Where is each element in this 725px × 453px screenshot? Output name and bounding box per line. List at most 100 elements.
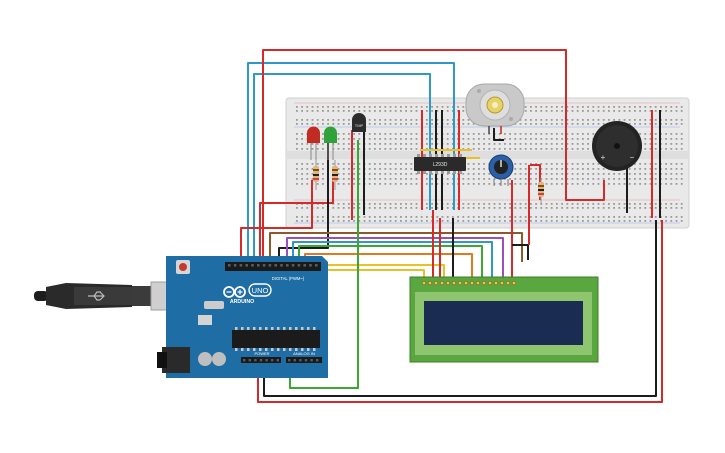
breadboard-hole — [618, 106, 621, 108]
breadboard-hole — [649, 138, 652, 140]
ic-pin — [253, 327, 256, 330]
breadboard-hole — [571, 203, 574, 205]
breadboard-hole — [582, 207, 584, 209]
breadboard-hole — [623, 203, 626, 205]
breadboard-hole — [556, 220, 558, 222]
ic-pin — [277, 348, 280, 351]
breadboard-hole — [670, 203, 673, 205]
lcd-pin — [457, 280, 463, 286]
wire-black[interactable] — [278, 140, 329, 262]
breadboard-hole — [556, 148, 558, 150]
breadboard-hole — [524, 148, 527, 150]
breadboard-hole — [446, 138, 449, 140]
breadboard-hole — [342, 143, 345, 145]
breadboard-hole — [306, 207, 309, 209]
breadboard-hole — [426, 216, 428, 218]
breadboard-hole — [571, 133, 574, 135]
piezo-buzzer[interactable]: + − — [592, 121, 642, 171]
temp-sensor-label: TMP — [355, 123, 364, 128]
breadboard-hole — [675, 216, 678, 218]
breadboard-hole — [680, 203, 683, 205]
digital-header[interactable] — [228, 264, 318, 267]
wire-black[interactable] — [263, 220, 657, 397]
resistor[interactable] — [538, 178, 544, 205]
chip-pin — [435, 171, 438, 174]
breadboard-hole — [535, 183, 537, 185]
wire-purple[interactable] — [286, 237, 504, 282]
breadboard-hole — [550, 110, 553, 112]
resistor[interactable] — [332, 160, 338, 190]
breadboard-hole — [608, 173, 610, 175]
wire-brown[interactable] — [269, 232, 523, 262]
wire-black[interactable] — [493, 128, 504, 141]
breadboard-hole — [587, 143, 589, 145]
breadboard-hole — [582, 123, 584, 125]
breadboard-hole — [587, 110, 589, 112]
breadboard-hole — [498, 138, 501, 140]
potentiometer[interactable] — [488, 154, 514, 186]
breadboard-hole — [467, 207, 470, 209]
ic-pin — [289, 348, 292, 351]
wire-blue[interactable] — [253, 73, 431, 262]
wire-black[interactable] — [512, 244, 529, 260]
breadboard-hole — [592, 133, 595, 135]
wire-blue[interactable] — [292, 241, 493, 282]
wire-red[interactable] — [262, 49, 605, 262]
breadboard-hole — [311, 163, 314, 165]
chip-pin — [423, 171, 426, 174]
reset-button[interactable] — [179, 263, 187, 271]
header-pin — [245, 264, 248, 267]
temperature-sensor[interactable]: TMP — [352, 113, 366, 132]
breadboard-hole — [665, 148, 667, 150]
breadboard-hole — [571, 168, 574, 170]
motor-driver-chip[interactable]: L293D — [414, 154, 466, 174]
header-pin — [309, 264, 312, 267]
breadboard-hole — [623, 183, 626, 185]
green-led[interactable] — [324, 126, 337, 161]
resistor[interactable] — [313, 160, 319, 190]
breadboard-hole — [571, 138, 574, 140]
breadboard-hole — [519, 163, 522, 165]
breadboard-hole — [618, 220, 621, 222]
arduino-uno-board[interactable]: DIGITAL (PWM~) ARDUINO UNO POWER ANALOG … — [157, 256, 328, 378]
wire-green[interactable] — [298, 245, 483, 282]
breadboard-hole — [514, 133, 517, 135]
breadboard-hole — [550, 220, 553, 222]
breadboard-hole — [639, 178, 641, 180]
breadboard-hole — [426, 143, 428, 145]
lcd-display[interactable] — [409, 276, 599, 363]
breadboard-hole — [545, 133, 548, 135]
dc-motor[interactable] — [465, 83, 525, 134]
wire-red[interactable] — [257, 220, 663, 403]
wire-blue[interactable] — [247, 62, 455, 262]
red-led[interactable] — [307, 126, 320, 161]
breadboard-hole — [368, 138, 371, 140]
breadboard-hole — [634, 106, 636, 108]
bottom-header[interactable] — [243, 359, 319, 362]
breadboard-hole — [644, 148, 647, 150]
breadboard-hole — [472, 148, 475, 150]
breadboard-hole — [452, 207, 454, 209]
breadboard-hole — [389, 163, 392, 165]
breadboard-hole — [493, 207, 496, 209]
breadboard-hole — [649, 183, 652, 185]
chip-pin — [447, 154, 450, 157]
breadboard-hole — [483, 216, 485, 218]
breadboard-hole — [665, 119, 667, 121]
usb-cable[interactable] — [34, 281, 188, 311]
breadboard-hole — [587, 163, 589, 165]
wire-red[interactable] — [259, 180, 334, 262]
breadboard-hole — [301, 168, 303, 170]
breadboard-hole — [530, 207, 532, 209]
breadboard-hole — [358, 178, 361, 180]
breadboard-hole — [561, 148, 563, 150]
breadboard-hole — [576, 216, 579, 218]
breadboard-hole — [446, 119, 449, 121]
breadboard-hole — [410, 207, 413, 209]
breadboard-hole — [540, 119, 543, 121]
breadboard-hole — [582, 203, 584, 205]
chip-pin — [447, 171, 450, 174]
breadboard-hole — [368, 143, 371, 145]
breadboard-hole — [519, 138, 522, 140]
breadboard-hole — [675, 183, 678, 185]
